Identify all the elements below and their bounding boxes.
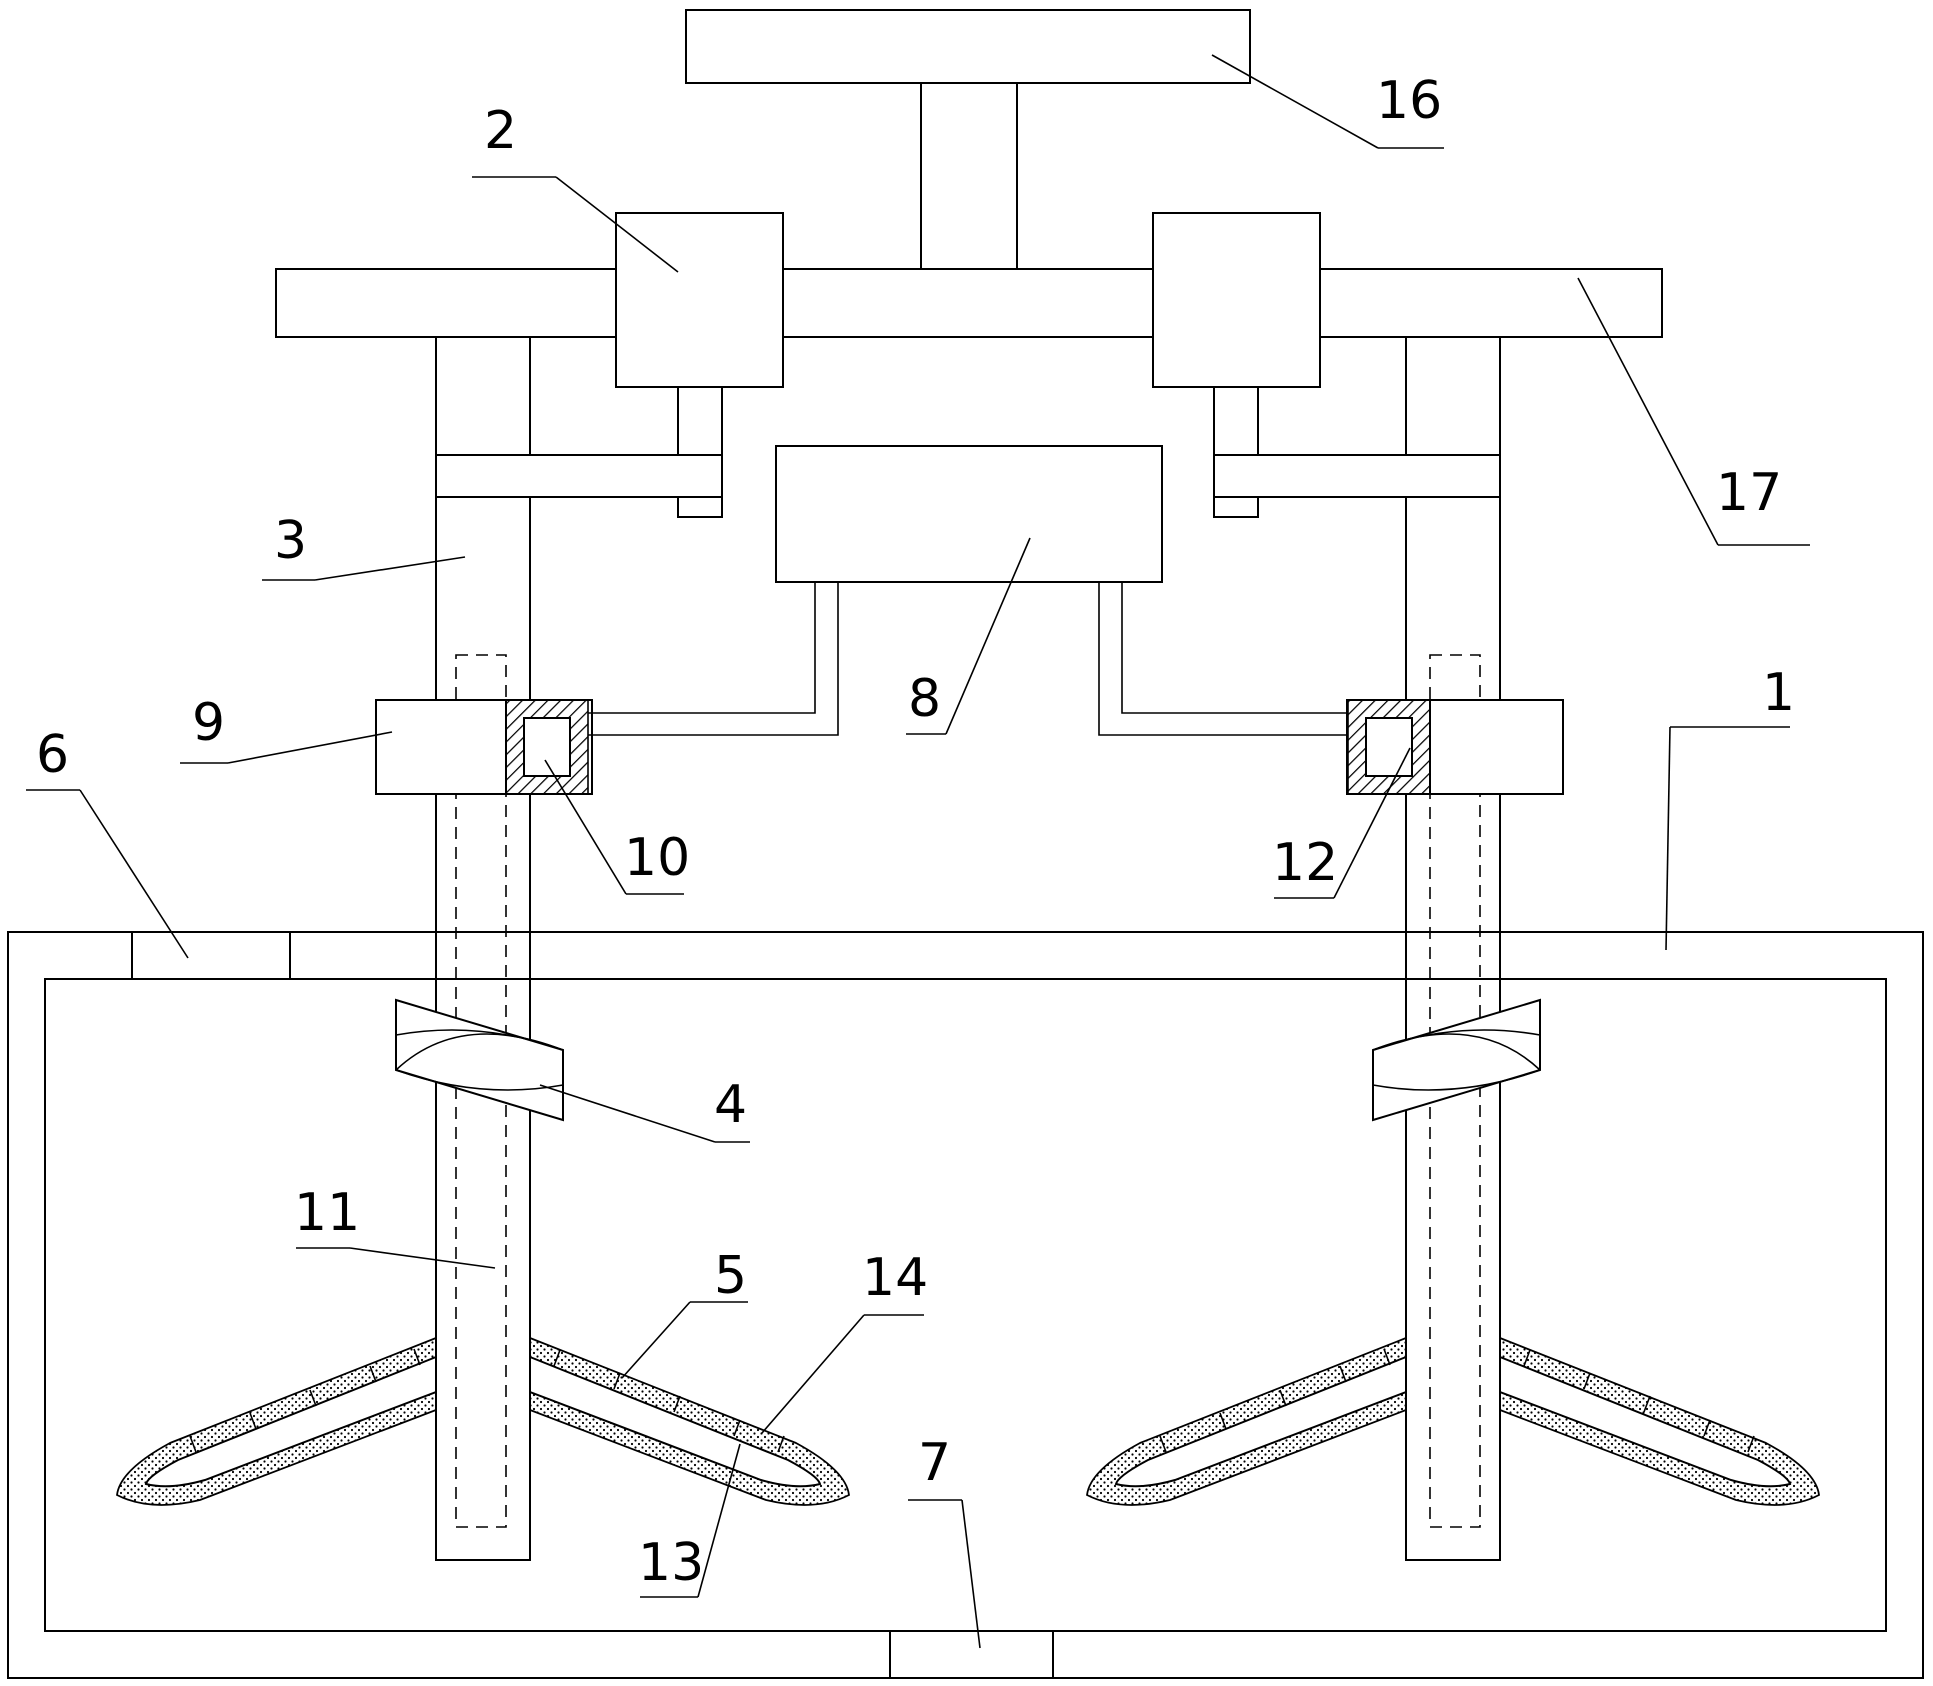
label-16: 16	[1376, 71, 1442, 131]
crossbeam	[275, 268, 1663, 338]
label-11: 11	[294, 1183, 360, 1243]
leader-lines	[26, 54, 1810, 1649]
right-drive-arm	[1213, 454, 1501, 498]
left-impeller	[395, 998, 564, 1122]
label-13: 13	[638, 1533, 704, 1593]
label-5: 5	[714, 1246, 747, 1306]
label-9: 9	[192, 693, 225, 753]
top-frame	[275, 9, 1663, 338]
tank	[7, 931, 1924, 1679]
label-3: 3	[274, 511, 307, 571]
left-shaft-assembly	[116, 212, 850, 1561]
label-6: 6	[36, 725, 69, 785]
label-12: 12	[1272, 833, 1338, 893]
right-shaft	[1405, 336, 1501, 1561]
label-14: 14	[862, 1248, 928, 1308]
label-4: 4	[714, 1075, 747, 1135]
left-motor	[615, 212, 784, 388]
reference-labels: 1 2 3 4 5 6 7 8 9 10 11 12 13 14 16 17	[36, 71, 1795, 1593]
left-shaft	[435, 336, 531, 1561]
left-drive-arm	[435, 454, 723, 498]
right-shaft-assembly	[1086, 212, 1820, 1561]
label-17: 17	[1716, 463, 1782, 523]
top-plate	[685, 9, 1251, 84]
right-motor	[1152, 212, 1321, 388]
label-1: 1	[1762, 663, 1795, 723]
label-8: 8	[908, 669, 941, 729]
label-2: 2	[484, 101, 517, 161]
supply-box	[775, 445, 1163, 583]
right-impeller	[1372, 998, 1541, 1122]
label-10: 10	[624, 828, 690, 888]
label-7: 7	[918, 1433, 951, 1493]
